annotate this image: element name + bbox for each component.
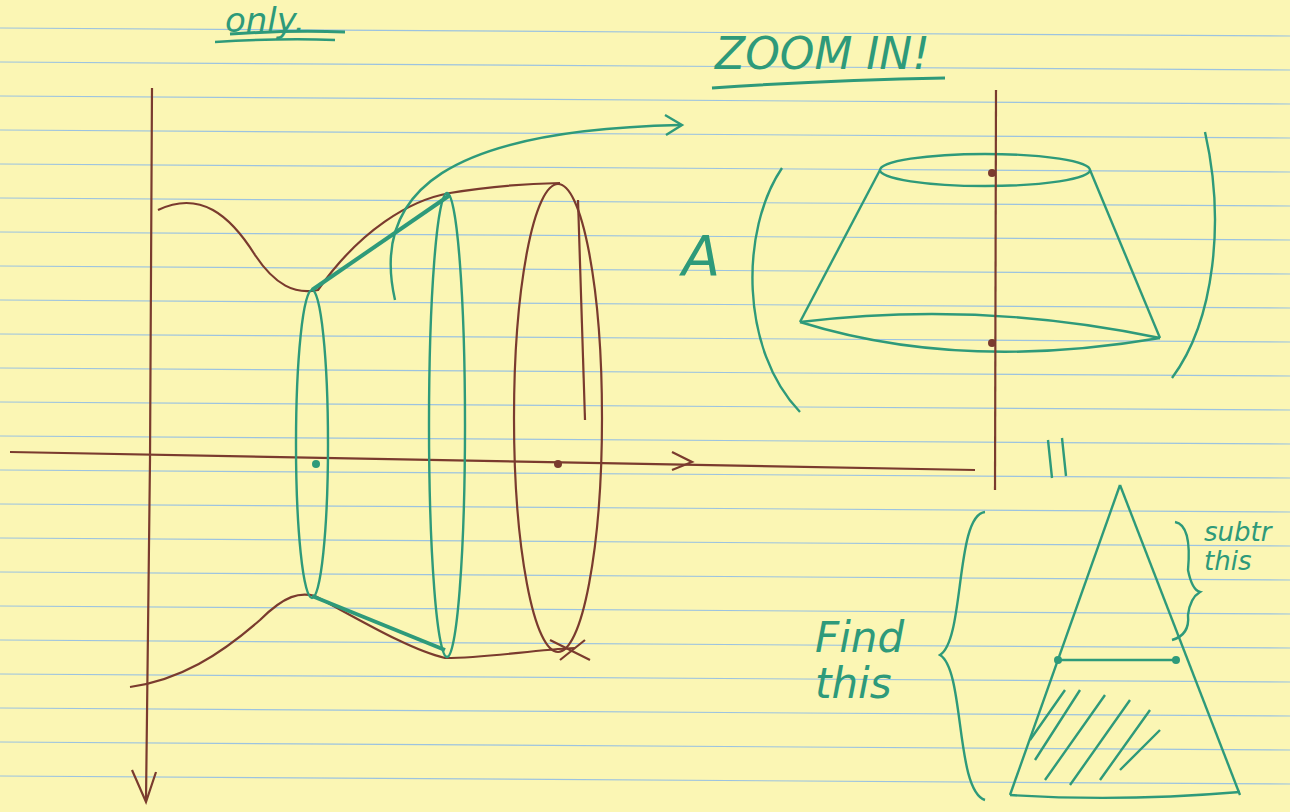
slices <box>296 115 682 657</box>
cut-word: only. <box>225 2 305 39</box>
zoom-note: ZOOM IN! <box>715 30 930 78</box>
frustum <box>800 154 1160 352</box>
axes <box>10 88 975 802</box>
find-note: Find this <box>815 615 925 707</box>
subtract-note: subtr this <box>1204 518 1284 575</box>
ruled-lines <box>0 28 1290 784</box>
area-symbol: A <box>682 225 720 287</box>
curve <box>130 183 602 687</box>
